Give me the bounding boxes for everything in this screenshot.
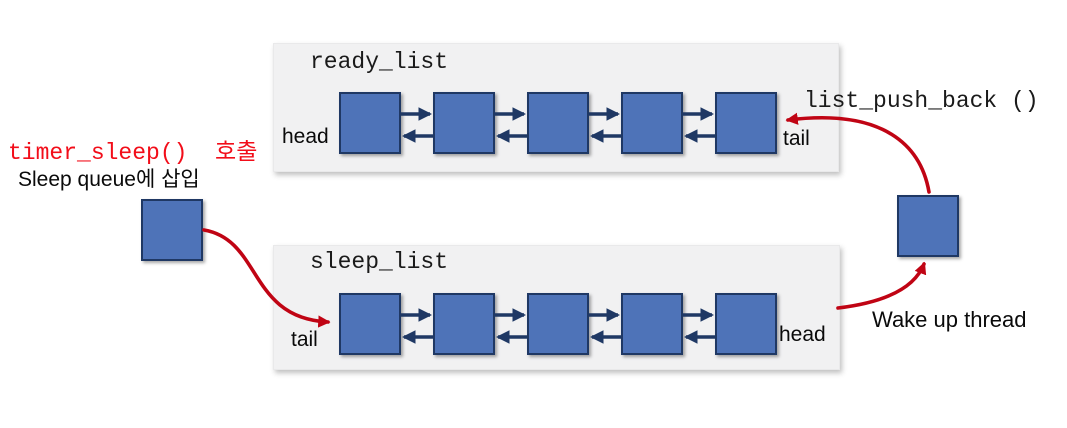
sleep-list-node	[527, 293, 589, 355]
sleep-list-tail-label: tail	[291, 328, 318, 351]
sleep-list-node	[433, 293, 495, 355]
timer-sleep-call-label: timer_sleep() 호출	[8, 140, 258, 166]
ready-list-title: ready_list	[310, 49, 449, 75]
sleep-list-node	[339, 293, 401, 355]
ready-list-tail-label: tail	[783, 127, 810, 150]
sleep-list-node	[621, 293, 683, 355]
list-push-back-label: list_push_back ()	[804, 88, 1039, 114]
sleeping-thread-node	[141, 199, 203, 261]
flow-arrow-wakeup-icon	[836, 261, 927, 310]
sleep-list-head-label: head	[779, 323, 826, 346]
sleep-list-title: sleep_list	[310, 249, 449, 275]
sleep-list-node	[715, 293, 777, 355]
ready-list-node	[433, 92, 495, 154]
ready-list-node	[715, 92, 777, 154]
ready-list-node	[527, 92, 589, 154]
ready-list-node	[339, 92, 401, 154]
ready-list-node	[621, 92, 683, 154]
woken-thread-node	[897, 195, 959, 257]
sleep-queue-insert-label: Sleep queue에 삽입	[18, 168, 200, 191]
wake-up-thread-label: Wake up thread	[872, 307, 1027, 332]
ready-list-head-label: head	[282, 125, 329, 148]
